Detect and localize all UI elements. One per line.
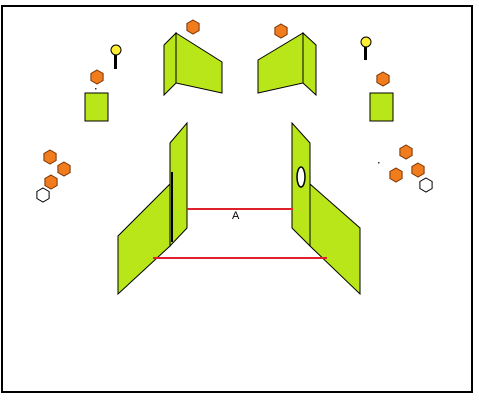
hexagon-icon xyxy=(90,69,104,85)
diagram-frame xyxy=(1,5,473,393)
white-hexagon-icon xyxy=(36,187,50,203)
hexagon-icon xyxy=(43,149,57,165)
hexagon-icon xyxy=(376,71,390,87)
hexagon-icon xyxy=(389,167,403,183)
hexagon-icon xyxy=(186,19,200,35)
stray-dot xyxy=(95,88,97,90)
gate-window xyxy=(296,166,306,188)
right-square-panel xyxy=(369,92,394,122)
hexagon-icon xyxy=(399,144,413,160)
right-gate-panel xyxy=(291,121,361,296)
zone-label: A xyxy=(232,210,240,222)
hexagon-icon xyxy=(411,162,425,178)
left-square-panel xyxy=(84,92,109,122)
hexagon-icon xyxy=(44,174,58,190)
left-gate-panel xyxy=(117,121,188,296)
top-right-wing-panel xyxy=(257,31,317,97)
top-left-wing-panel xyxy=(163,31,223,97)
hexagon-markers xyxy=(36,19,433,203)
hexagon-icon xyxy=(274,23,288,39)
right-flag-icon xyxy=(360,36,372,60)
stray-dot xyxy=(378,162,380,164)
left-flag-icon xyxy=(110,44,122,69)
white-hexagon-icon xyxy=(419,177,433,193)
hexagon-icon xyxy=(57,161,71,177)
